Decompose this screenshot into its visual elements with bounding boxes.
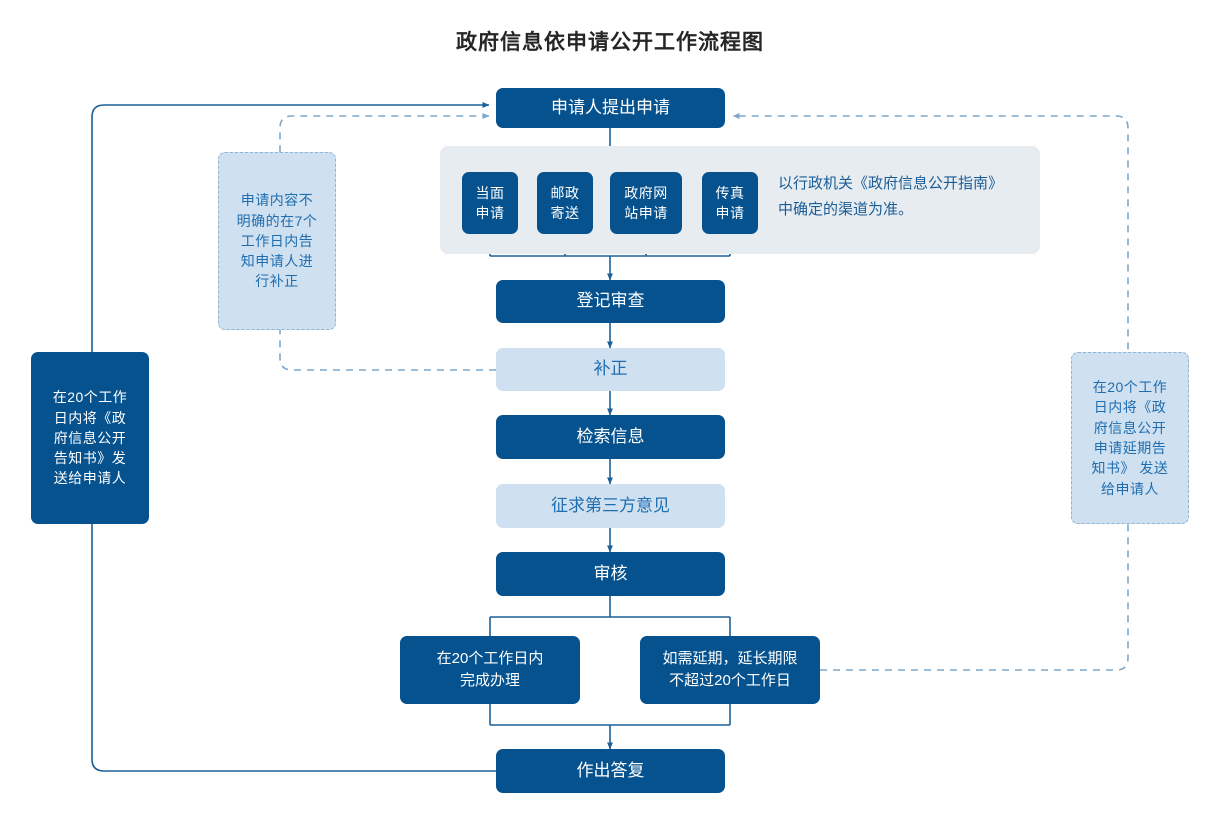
node-audit[interactable]: 审核 xyxy=(496,552,725,596)
node-third-party-opinion[interactable]: 征求第三方意见 xyxy=(496,484,725,528)
node-complete-within-20-days[interactable]: 在20个工作日内 完成办理 xyxy=(400,636,580,704)
node-reply[interactable]: 作出答复 xyxy=(496,749,725,793)
node-channel-in-person[interactable]: 当面 申请 xyxy=(462,172,518,234)
node-channel-website[interactable]: 政府网 站申请 xyxy=(610,172,682,234)
page-title: 政府信息依申请公开工作流程图 xyxy=(456,31,764,54)
node-channel-postal[interactable]: 邮政 寄送 xyxy=(537,172,593,234)
node-correction[interactable]: 补正 xyxy=(496,348,725,391)
channels-note: 以行政机关《政府信息公开指南》 中确定的渠道为准。 xyxy=(778,175,1004,218)
note-right-extension-notice: 在20个工作 日内将《政 府信息公开 申请延期告 知书》 发送 给申请人 xyxy=(1071,352,1189,524)
node-start[interactable]: 申请人提出申请 xyxy=(496,88,725,128)
node-channel-fax[interactable]: 传真 申请 xyxy=(702,172,758,234)
note-correction-instruction: 申请内容不 明确的在7个 工作日内告 知申请人进 行补正 xyxy=(218,152,336,330)
node-registration-review[interactable]: 登记审查 xyxy=(496,280,725,323)
node-extension-allowed[interactable]: 如需延期，延长期限 不超过20个工作日 xyxy=(640,636,820,704)
note-left-disclosure-notice: 在20个工作 日内将《政 府信息公开 告知书》发 送给申请人 xyxy=(31,352,149,524)
node-search-information[interactable]: 检索信息 xyxy=(496,415,725,459)
